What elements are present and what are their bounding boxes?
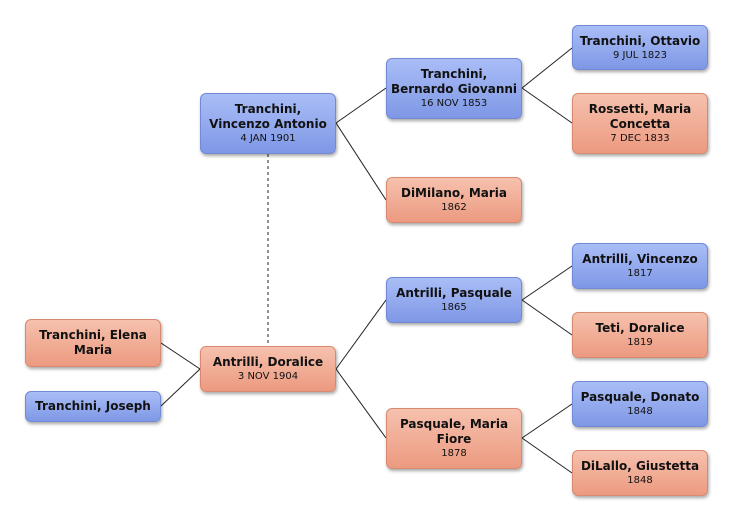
person-card-ottavio[interactable]: Tranchini, Ottavio 9 JUL 1823 (572, 25, 708, 70)
person-date: 1817 (627, 268, 653, 279)
person-card-bernardo-giovanni[interactable]: Tranchini, Bernardo Giovanni 16 NOV 1853 (386, 58, 522, 119)
person-card-joseph[interactable]: Tranchini, Joseph (25, 391, 161, 422)
person-date: 1878 (441, 448, 467, 459)
person-date: 1819 (627, 337, 653, 348)
person-date: 16 NOV 1853 (420, 98, 488, 109)
person-date: 4 JAN 1901 (240, 133, 296, 144)
person-name: Teti, Doralice (595, 321, 685, 335)
person-name: Tranchini, Elena Maria (39, 328, 147, 357)
person-date: 7 DEC 1833 (610, 133, 670, 144)
link-vincenzo-bernardo (335, 87, 387, 124)
person-name: Rossetti, Maria Concetta (588, 102, 692, 131)
person-name: Tranchini, Ottavio (579, 33, 701, 48)
person-card-teti-doralice[interactable]: Teti, Doralice 1819 (572, 312, 708, 358)
link-elena-doralice (160, 342, 201, 370)
person-name: Tranchini, Vincenzo Antonio (209, 102, 327, 131)
person-card-elena-maria[interactable]: Tranchini, Elena Maria (25, 319, 161, 367)
link-pasquale-teti (521, 299, 573, 336)
link-fiore-donato (521, 403, 573, 439)
person-name: Antrilli, Pasquale (396, 286, 512, 300)
person-name: Tranchini, Bernardo Giovanni (390, 67, 518, 96)
link-bernardo-ottavio (521, 47, 573, 89)
person-card-dimilano-maria[interactable]: DiMilano, Maria 1862 (386, 177, 522, 223)
person-card-maria-concetta[interactable]: Rossetti, Maria Concetta 7 DEC 1833 (572, 93, 708, 154)
link-fiore-giustetta (521, 437, 573, 474)
person-name: Antrilli, Doralice (212, 355, 324, 369)
person-date: 1865 (441, 302, 467, 313)
person-date: 1848 (627, 475, 653, 486)
person-date: 3 NOV 1904 (237, 371, 299, 382)
person-card-giustetta[interactable]: DiLallo, Giustetta 1848 (572, 450, 708, 496)
person-date: 1862 (441, 202, 467, 213)
link-doralice-pasquale (335, 299, 387, 370)
link-doralice-fiore (335, 368, 387, 439)
link-vincenzo-dimilano (335, 122, 387, 201)
person-card-donato[interactable]: Pasquale, Donato 1848 (572, 381, 708, 427)
person-name: Tranchini, Joseph (35, 399, 151, 413)
person-name: DiLallo, Giustetta (580, 459, 700, 473)
person-date: 9 JUL 1823 (612, 49, 667, 61)
person-date: 1848 (627, 406, 653, 417)
person-name: Antrilli, Vincenzo (582, 252, 698, 266)
person-name: Pasquale, Maria Fiore (399, 417, 509, 446)
person-card-doralice[interactable]: Antrilli, Doralice 3 NOV 1904 (200, 346, 336, 392)
person-card-vincenzo-antrilli[interactable]: Antrilli, Vincenzo 1817 (572, 243, 708, 289)
person-name: Pasquale, Donato (580, 390, 700, 404)
person-card-maria-fiore[interactable]: Pasquale, Maria Fiore 1878 (386, 408, 522, 469)
link-bernardo-concetta (521, 87, 573, 124)
person-name: DiMilano, Maria (400, 186, 508, 200)
person-card-antrilli-pasquale[interactable]: Antrilli, Pasquale 1865 (386, 277, 522, 323)
link-joseph-doralice (160, 368, 201, 407)
person-card-vincenzo-antonio[interactable]: Tranchini, Vincenzo Antonio 4 JAN 1901 (200, 93, 336, 154)
link-pasquale-vincenzo (521, 265, 573, 301)
